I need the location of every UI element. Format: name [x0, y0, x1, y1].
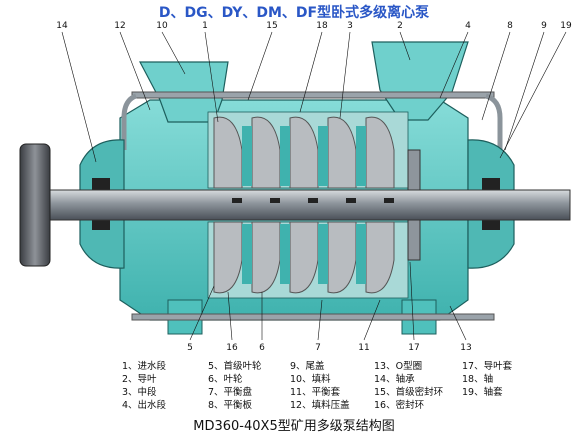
- callout-number-top-3: 1: [202, 21, 208, 31]
- callout-leader-top-11: [499, 31, 567, 159]
- legend-item: 1、进水段: [122, 361, 167, 372]
- shaft: [49, 189, 571, 221]
- callout-number-bottom-3: 7: [315, 343, 321, 353]
- legend-item: 12、填料压盖: [290, 400, 350, 411]
- legend-item: 16、密封环: [374, 400, 425, 411]
- callout-leader-bottom-3: [317, 299, 323, 341]
- callout-leader-top-0: [61, 31, 97, 163]
- impeller-stages: [207, 111, 421, 299]
- callout-leader-top-7: [399, 31, 411, 61]
- callout-number-bottom-0: 5: [187, 343, 193, 353]
- callout-number-top-7: 2: [397, 21, 403, 31]
- legend-item: 14、轴承: [374, 374, 415, 385]
- callout-leader-bottom-6: [449, 305, 467, 341]
- outlet-section: [371, 41, 469, 121]
- callout-number-top-5: 18: [316, 21, 328, 31]
- legend-item: 11、平衡套: [290, 387, 341, 398]
- tie-bar-bottom: [131, 313, 495, 321]
- callout-leader-top-6: [339, 31, 351, 119]
- callout-number-bottom-4: 11: [358, 343, 369, 353]
- callout-leader-bottom-1: [227, 291, 233, 341]
- legend-item: 2、导叶: [122, 374, 157, 385]
- legend-item: 15、首级密封环: [374, 387, 444, 398]
- callout-leader-bottom-0: [189, 285, 215, 341]
- callout-leader-top-10: [504, 31, 545, 151]
- legend-item: 6、叶轮: [208, 374, 243, 385]
- callout-number-top-8: 4: [465, 21, 471, 31]
- legend-item: 9、尾盖: [290, 361, 325, 372]
- callout-number-bottom-1: 16: [226, 343, 238, 353]
- callout-number-top-6: 3: [347, 21, 353, 31]
- callout-leader-top-4: [247, 31, 273, 101]
- callout-leader-top-1: [119, 31, 151, 111]
- callout-leader-top-9: [481, 31, 511, 121]
- legend-item: 4、出水段: [122, 400, 167, 411]
- callout-number-top-4: 15: [266, 21, 277, 31]
- diagram-title: D、DG、DY、DM、DF型卧式多级离心泵: [158, 5, 430, 21]
- callout-number-top-10: 9: [541, 21, 547, 31]
- callout-leader-top-5: [299, 31, 323, 113]
- legend-item: 19、轴套: [462, 387, 503, 398]
- legend-item: 13、O型圈: [374, 361, 423, 372]
- impeller-5: [365, 116, 395, 189]
- callout-number-top-2: 10: [156, 21, 168, 31]
- callout-leader-top-3: [204, 31, 219, 123]
- legend-item: 17、导叶套: [462, 361, 513, 372]
- callout-leader-bottom-5: [409, 261, 415, 341]
- balance-pipe: [121, 93, 137, 150]
- legend-item: 3、中段: [122, 387, 157, 398]
- diagram-caption: MD360-40X5型矿用多级泵结构图: [193, 419, 395, 434]
- legend-item: 18、轴: [462, 374, 494, 385]
- legend-item: 8、平衡板: [208, 400, 253, 411]
- callout-leader-top-2: [161, 31, 186, 75]
- tie-bar-top: [131, 91, 495, 99]
- legend-item: 10、填料: [290, 374, 331, 385]
- callout-leader-top-8: [439, 31, 469, 99]
- callout-leader-bottom-4: [363, 299, 381, 341]
- callout-number-top-11: 19: [560, 21, 572, 31]
- parts-legend: 1、进水段 5、首级叶轮 9、尾盖 13、O型圈 17、导叶套 2、导叶 6、叶轮 10、填料…: [122, 358, 562, 414]
- callout-labels: 14 12 10 1 15 18 3 2 4 8 9 19 5 16 6 7 11 17 13: [56, 21, 572, 353]
- callout-number-bottom-6: 13: [460, 343, 471, 353]
- callout-number-bottom-2: 6: [259, 343, 265, 353]
- callout-number-top-9: 8: [507, 21, 513, 31]
- legend-item: 5、首级叶轮: [208, 361, 262, 372]
- coupling: [19, 143, 51, 267]
- legend-item: 7、平衡盘: [208, 387, 253, 398]
- callout-number-top-0: 14: [56, 21, 68, 31]
- callout-number-top-1: 12: [114, 21, 125, 31]
- callout-number-bottom-5: 17: [408, 343, 419, 353]
